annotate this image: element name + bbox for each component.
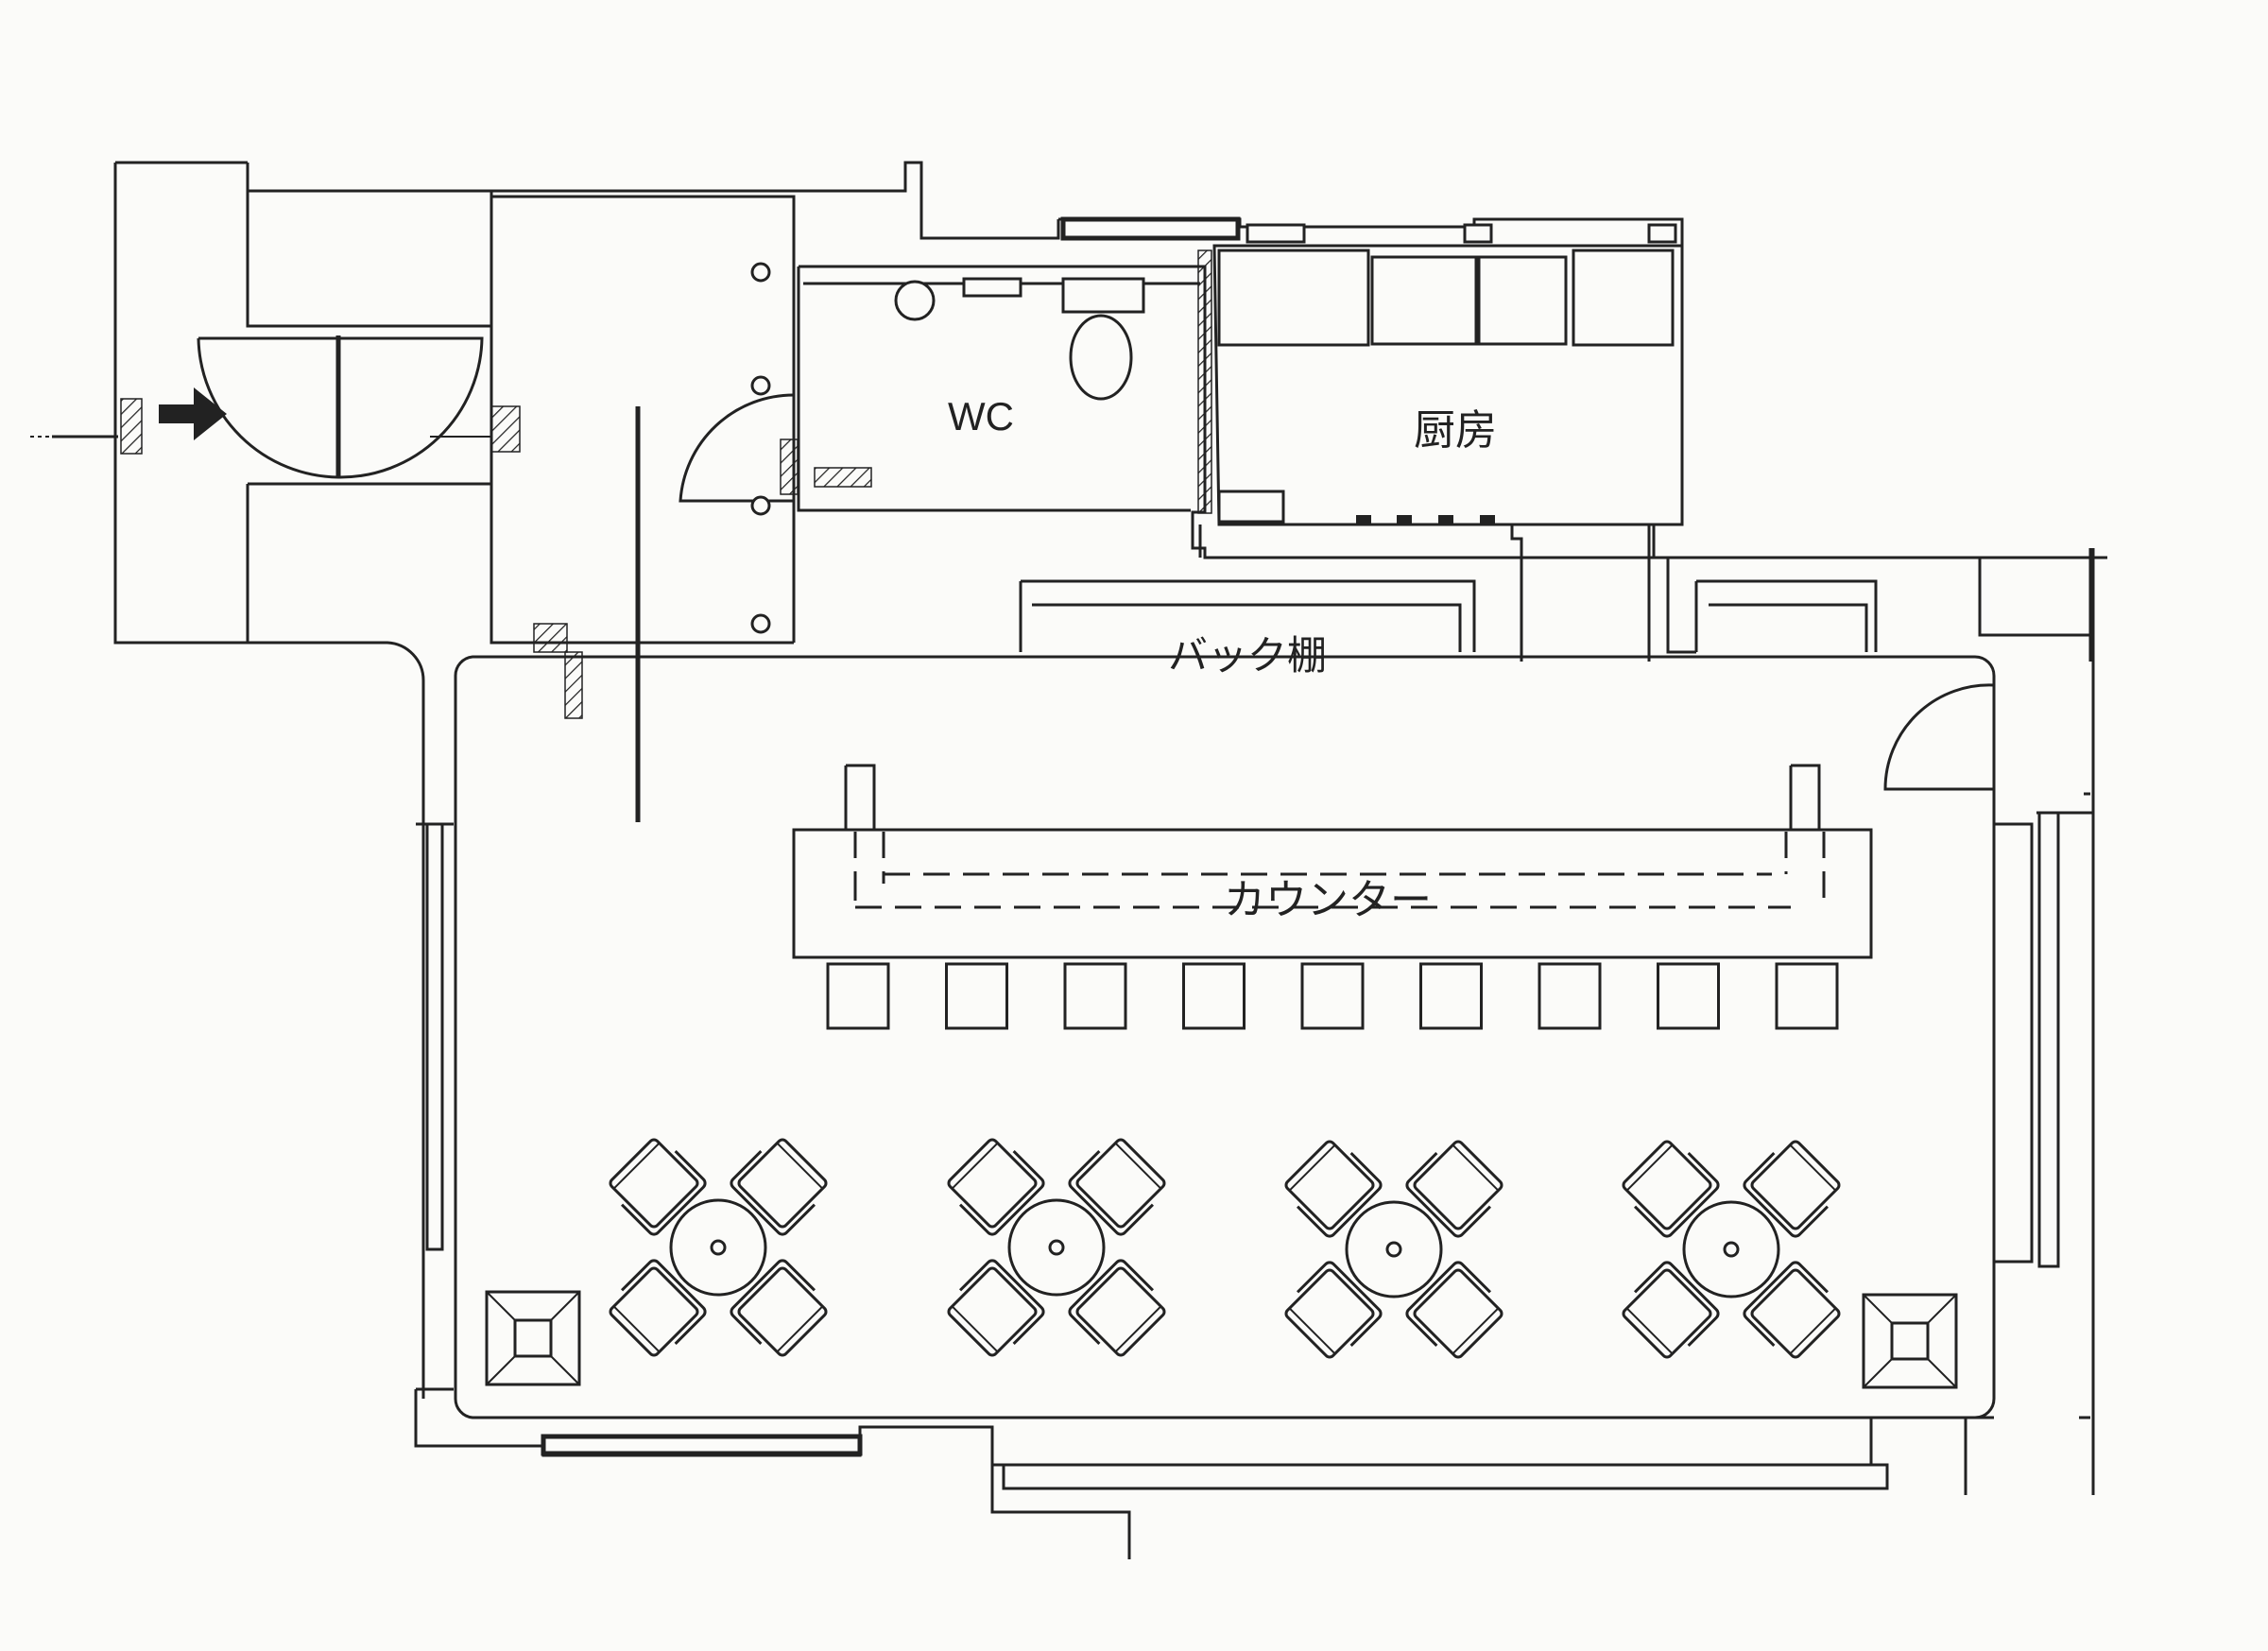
wc-door-hatch	[780, 439, 799, 495]
wc-room: WC	[491, 195, 2107, 643]
chair	[947, 1138, 1045, 1236]
back-shelf-area: バック棚	[1019, 525, 2092, 678]
chair	[1743, 1261, 1841, 1359]
kitchen-appliance-2	[1477, 255, 1568, 346]
toilet-tank	[1061, 277, 1145, 314]
right-window	[2037, 811, 2060, 1268]
dining-room: カウンター	[414, 406, 2095, 1559]
bar-stool	[945, 962, 1008, 1030]
bar-stool	[1657, 962, 1720, 1030]
round-table	[1345, 1200, 1443, 1298]
chair	[730, 1259, 828, 1357]
bar-stool	[1300, 962, 1365, 1030]
round-table	[669, 1198, 767, 1297]
chair	[1622, 1140, 1720, 1238]
bottom-window-right	[1002, 1463, 1889, 1490]
wc-floor-hatch	[814, 467, 872, 488]
bar-stool	[1182, 962, 1246, 1030]
round-table	[1007, 1198, 1106, 1297]
chair	[609, 1138, 707, 1236]
round-table	[1682, 1200, 1780, 1298]
dining-table-set	[609, 1138, 828, 1357]
bar-stool	[1775, 962, 1839, 1030]
entrance-arrow-icon	[159, 387, 227, 440]
bar-stool	[1063, 962, 1127, 1030]
chair	[609, 1259, 707, 1357]
planter-left	[485, 1290, 581, 1386]
chair	[947, 1259, 1045, 1357]
kitchen-room: 厨房	[1058, 216, 1684, 662]
bar-counter	[792, 828, 1873, 959]
bar-stool	[1538, 962, 1602, 1030]
planter-right	[1862, 1293, 1958, 1389]
entrance-wall-hatch-right	[490, 405, 521, 453]
wc-kitchen-partition	[1197, 249, 1212, 514]
chair	[1622, 1261, 1720, 1359]
counter-label: カウンター	[1224, 877, 1432, 923]
kitchen-counter-1	[1217, 249, 1370, 347]
kitchen-counter-2	[1572, 249, 1675, 347]
chair	[1743, 1140, 1841, 1238]
wc-sink	[894, 280, 936, 321]
chair	[1405, 1261, 1503, 1359]
wc-label: WC	[948, 394, 1014, 439]
chair	[1405, 1140, 1503, 1238]
dining-table-set	[947, 1138, 1166, 1357]
dining-table-set	[1284, 1140, 1503, 1359]
kitchen-label: 厨房	[1414, 407, 1497, 454]
bar-stool	[1419, 962, 1483, 1030]
wc-shelf	[962, 277, 1022, 298]
chair	[1068, 1259, 1166, 1357]
bottom-window-left	[541, 1434, 863, 1456]
kitchen-window	[1060, 216, 1241, 241]
chair	[1284, 1140, 1383, 1238]
dining-wall-hatch	[533, 623, 568, 653]
chair	[730, 1138, 828, 1236]
chair	[1068, 1138, 1166, 1236]
chair	[1284, 1261, 1383, 1359]
kitchen-appliance-1	[1370, 255, 1478, 346]
entrance-area	[30, 161, 1060, 824]
dining-tables	[609, 1138, 1841, 1359]
bar-stool	[826, 962, 890, 1030]
bar-stools	[826, 962, 1839, 1030]
toilet-bowl	[1069, 314, 1133, 401]
left-window	[425, 822, 444, 1251]
entrance-wall-hatch-left	[120, 398, 143, 455]
dining-table-set	[1622, 1140, 1841, 1359]
